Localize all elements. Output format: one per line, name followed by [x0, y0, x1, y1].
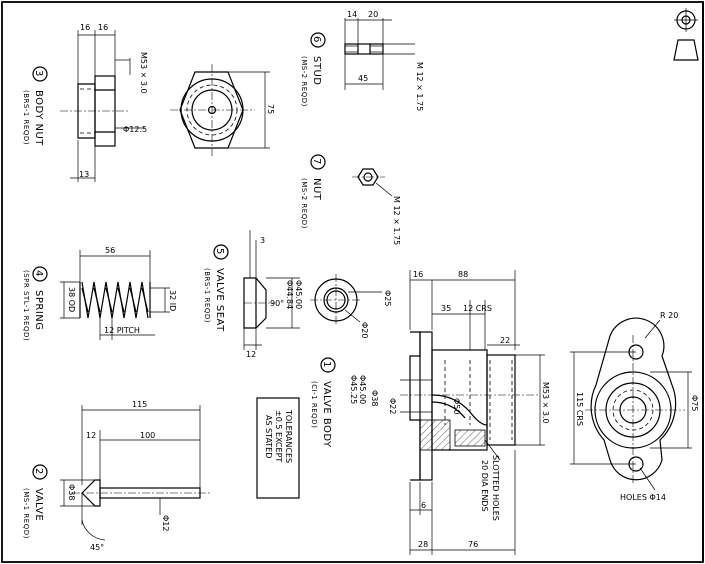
dim-spring-pitch: 12 PITCH	[104, 326, 140, 335]
spring-view	[60, 250, 170, 340]
valve-body-view	[400, 270, 545, 555]
part-2-label: 2 VALVE (MS-1 REQD)	[22, 464, 48, 539]
dim-seat-3: 3	[260, 236, 265, 245]
dim-m53: M53 × 3.0	[139, 52, 148, 94]
part-1-label: 1 VALVE BODY (CI-1 REQD)	[310, 357, 336, 448]
dim-fl-75: Φ75	[690, 395, 699, 411]
dim-16a: 16	[80, 23, 90, 32]
svg-text:TOLERANCES: TOLERANCES	[284, 409, 293, 463]
svg-text:VALVE BODY: VALVE BODY	[321, 381, 332, 448]
svg-text:(MS-2 REQD): (MS-2 REQD)	[300, 178, 308, 229]
svg-text:(MS-2 REQD): (MS-2 REQD)	[300, 56, 308, 107]
dim-vb-28: 28	[418, 540, 428, 549]
dim-seat-12: 12	[246, 350, 256, 359]
svg-text:7: 7	[311, 158, 322, 165]
dim-13: 13	[79, 170, 89, 179]
valve-body-flange-view	[570, 317, 692, 491]
dim-stud-m12: M 12 × 1.75	[415, 62, 424, 111]
svg-text:SPRING: SPRING	[33, 290, 44, 331]
stud-view	[344, 18, 415, 90]
dim-fl-115: 115 CRS	[575, 392, 584, 426]
dim-valve-115: 115	[132, 400, 147, 409]
dim-vb-12crs: 12 CRS	[463, 304, 492, 313]
dim-spring-od: 38 OD	[67, 287, 76, 312]
dim-seat-d25: Φ25	[383, 290, 392, 306]
part-4-label: 4 SPRING (SPR STL-1 REQD)	[22, 266, 48, 341]
dim-fl-holes: HOLES Φ14	[620, 493, 666, 502]
dim-valve-100: 100	[140, 431, 155, 440]
svg-text:STUD: STUD	[311, 56, 322, 85]
svg-text:(BRS-1 REQD): (BRS-1 REQD)	[22, 90, 30, 145]
dim-stud-14: 14	[347, 10, 357, 19]
dim-valve-45: 45°	[90, 543, 104, 552]
valve-seat-end-view	[310, 274, 382, 326]
svg-text:1: 1	[321, 361, 332, 368]
dim-valve-38: Φ38	[67, 484, 76, 500]
dim-spring-56: 56	[105, 246, 115, 255]
svg-text:5: 5	[214, 248, 225, 255]
dim-seat-45: Φ45.00	[294, 280, 303, 309]
dim-hex-75: 75	[266, 104, 275, 114]
svg-text:NUT: NUT	[311, 178, 322, 201]
dim-stud-20: 20	[368, 10, 378, 19]
dim-vb-slot1: SLOTTED HOLES	[491, 455, 500, 521]
dim-vb-22: 22	[500, 336, 510, 345]
dim-valve-12d: Φ12	[161, 515, 170, 531]
part-5-label: 5 VALVE SEAT (BRS-1 REQD)	[203, 244, 229, 332]
dim-vb-76: 76	[468, 540, 478, 549]
body-nut-view	[60, 30, 145, 182]
svg-text:(CI-1 REQD): (CI-1 REQD)	[310, 381, 318, 428]
svg-text:VALVE SEAT: VALVE SEAT	[214, 268, 225, 332]
dim-vb-22d: Φ22	[388, 398, 397, 414]
nut-view	[352, 168, 393, 197]
dim-seat-90: 90°	[270, 299, 284, 308]
dim-vb-50: Φ50	[452, 398, 461, 414]
body-nut-hex-view	[170, 64, 270, 156]
projection-symbol	[673, 8, 699, 61]
dim-vb-slot2: 20 DIA ENDS	[480, 460, 489, 512]
svg-text:(SPR STL-1 REQD): (SPR STL-1 REQD)	[22, 270, 30, 341]
svg-text:3: 3	[33, 70, 44, 77]
svg-text:(MS-1 REQD): (MS-1 REQD)	[22, 488, 30, 539]
svg-text:AS STATED: AS STATED	[264, 415, 273, 458]
dim-spring-id: 32 ID	[168, 290, 177, 311]
part-6-label: 6 STUD (MS-2 REQD)	[300, 32, 326, 107]
dim-d125: Φ12.5	[123, 125, 147, 134]
dim-vb-16: 16	[413, 270, 423, 279]
tolerance-note: TOLERANCES ±0.5 EXCEPT AS STATED	[256, 397, 300, 499]
svg-text:4: 4	[33, 270, 44, 277]
dim-vb-4525: Φ45.25	[349, 375, 358, 404]
dim-vb-35: 35	[441, 304, 451, 313]
svg-text:VALVE: VALVE	[33, 488, 44, 521]
dim-vb-4500: Φ45.00	[358, 375, 367, 404]
dim-fl-r20: R 20	[660, 311, 678, 320]
dim-vb-38: Φ38	[370, 390, 379, 406]
part-3-label: 3 BODY NUT (BRS-1 REQD)	[22, 66, 48, 146]
svg-text:BODY NUT: BODY NUT	[33, 90, 44, 146]
dim-seat-4484: Φ44.84	[285, 280, 294, 309]
dim-vb-m53: M53 × 3.0	[541, 382, 550, 424]
dim-vb-6: 6	[421, 501, 426, 510]
svg-text:6: 6	[311, 36, 322, 43]
svg-text:2: 2	[33, 468, 44, 475]
valve-seat-view	[243, 230, 300, 350]
dim-nut-m12: M 12 × 1.75	[392, 196, 401, 245]
dim-16b: 16	[98, 23, 108, 32]
svg-text:±0.5 EXCEPT: ±0.5 EXCEPT	[274, 410, 283, 462]
dim-valve-12: 12	[86, 431, 96, 440]
part-7-label: 7 NUT (MS-2 REQD)	[300, 154, 326, 229]
dim-vb-88: 88	[458, 270, 468, 279]
svg-text:(BRS-1 REQD): (BRS-1 REQD)	[203, 268, 211, 323]
dim-seat-d20: Φ20	[360, 322, 369, 338]
dim-stud-45: 45	[358, 74, 368, 83]
valve-view	[60, 405, 210, 541]
